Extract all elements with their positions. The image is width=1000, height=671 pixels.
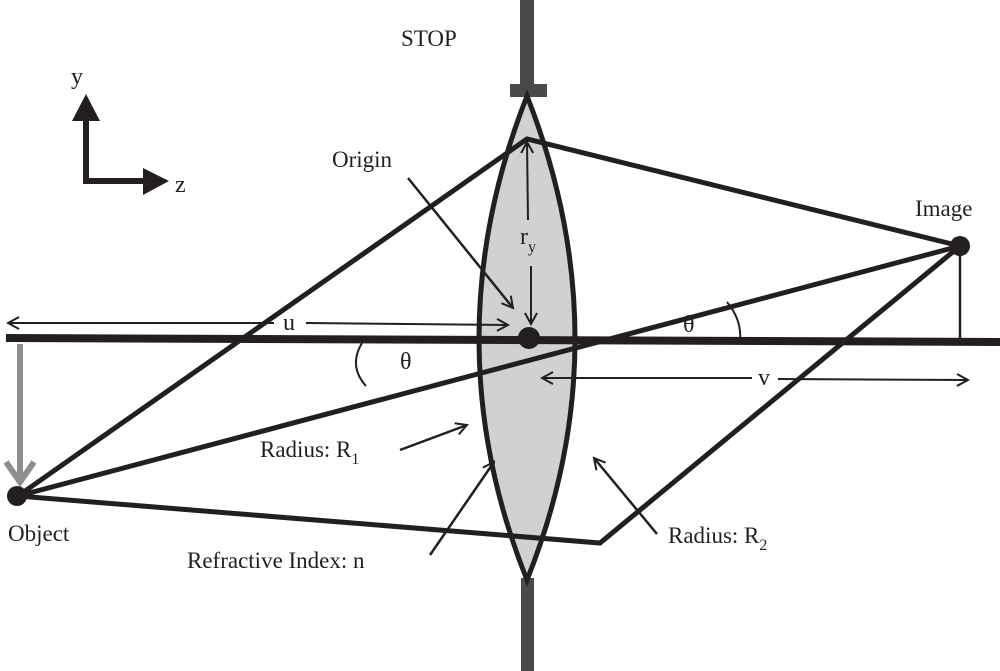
u-dimension bbox=[8, 323, 508, 325]
ry-label: ry bbox=[520, 224, 536, 256]
ry-main: r bbox=[520, 224, 528, 250]
ry-dimension bbox=[527, 142, 531, 324]
stop-label: STOP bbox=[401, 26, 457, 51]
optical-axis bbox=[5, 334, 1000, 346]
origin-label: Origin bbox=[332, 147, 393, 172]
z-axis-label: z bbox=[175, 172, 186, 198]
radius2-main: Radius: R bbox=[668, 523, 760, 548]
object-label: Object bbox=[8, 521, 70, 546]
origin-leader bbox=[407, 177, 513, 308]
theta-left-label: θ bbox=[400, 349, 412, 375]
image-label: Image bbox=[915, 196, 972, 221]
marginal-ray-lower bbox=[17, 244, 962, 546]
object-arrow bbox=[3, 344, 37, 488]
radius1-main: Radius: R bbox=[260, 437, 352, 462]
ry-subscript: y bbox=[528, 239, 536, 256]
refractive-index-label: Refractive Index: n bbox=[187, 548, 365, 573]
stop bbox=[510, 0, 547, 671]
theta-arc-left bbox=[355, 342, 367, 387]
radius2-subscript: 2 bbox=[759, 537, 767, 554]
stop-upper-cap bbox=[510, 84, 547, 97]
radius2-leader bbox=[594, 458, 658, 535]
z-arrow-icon bbox=[143, 168, 169, 195]
radius1-subscript: 1 bbox=[351, 451, 359, 468]
stop-upper-bar bbox=[520, 0, 534, 92]
axes-indicator: y z bbox=[71, 64, 186, 198]
refractive-index-leader bbox=[428, 462, 494, 556]
marginal-ray-upper bbox=[16, 136, 961, 499]
y-axis-label: y bbox=[71, 64, 83, 90]
v-label: v bbox=[758, 365, 770, 391]
chief-ray bbox=[17, 243, 961, 499]
y-arrow-icon bbox=[72, 94, 100, 121]
origin-point bbox=[518, 327, 540, 349]
theta-right-label: θ bbox=[683, 312, 695, 338]
theta-arc-right bbox=[726, 301, 742, 342]
radius2-label: Radius: R2 bbox=[668, 523, 767, 554]
object-point bbox=[7, 486, 27, 506]
v-dimension bbox=[542, 378, 968, 380]
radius1-label: Radius: R1 bbox=[260, 437, 359, 468]
radius1-leader bbox=[399, 425, 467, 452]
image-point bbox=[950, 236, 970, 256]
u-label: u bbox=[283, 310, 295, 336]
stop-lower-bar bbox=[521, 578, 534, 671]
